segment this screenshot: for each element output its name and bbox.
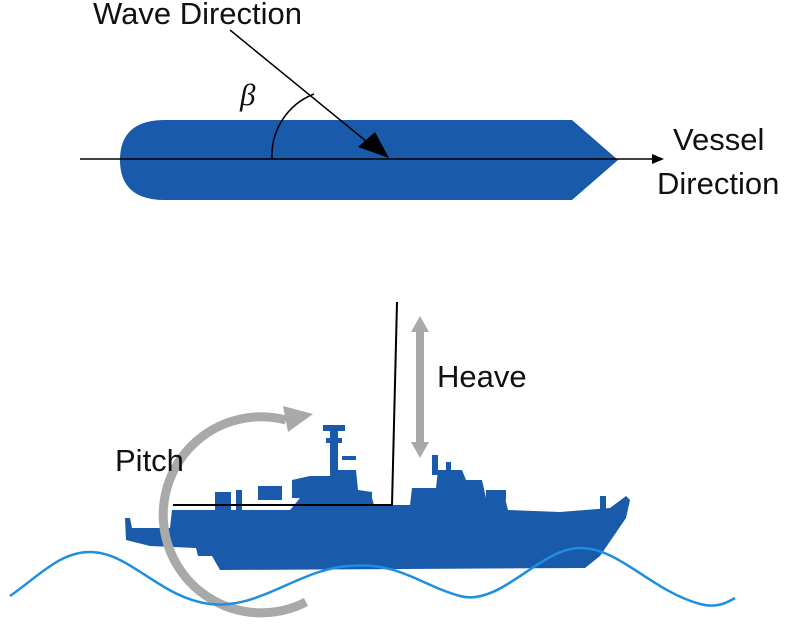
ship-silhouette bbox=[125, 425, 630, 570]
wave-direction-label: Wave Direction bbox=[93, 0, 302, 31]
vessel-direction-label-line1: Vessel bbox=[673, 122, 764, 157]
pitch-arrowhead bbox=[283, 406, 313, 432]
wave-direction-line bbox=[229, 29, 373, 147]
sea-wave bbox=[9, 546, 736, 607]
vessel-direction-label-line2: Direction bbox=[657, 166, 779, 201]
pitch-heave-reference-axes bbox=[173, 301, 398, 506]
pitch-label: Pitch bbox=[115, 443, 184, 478]
heave-label: Heave bbox=[437, 359, 527, 394]
wave-direction-arrowhead bbox=[358, 132, 389, 158]
pitch-arrow-curve bbox=[158, 412, 309, 618]
beta-angle-arc bbox=[271, 93, 315, 160]
vessel-hull-top-view bbox=[120, 120, 618, 200]
beta-label: β bbox=[239, 77, 256, 112]
heave-arrow bbox=[411, 316, 429, 458]
